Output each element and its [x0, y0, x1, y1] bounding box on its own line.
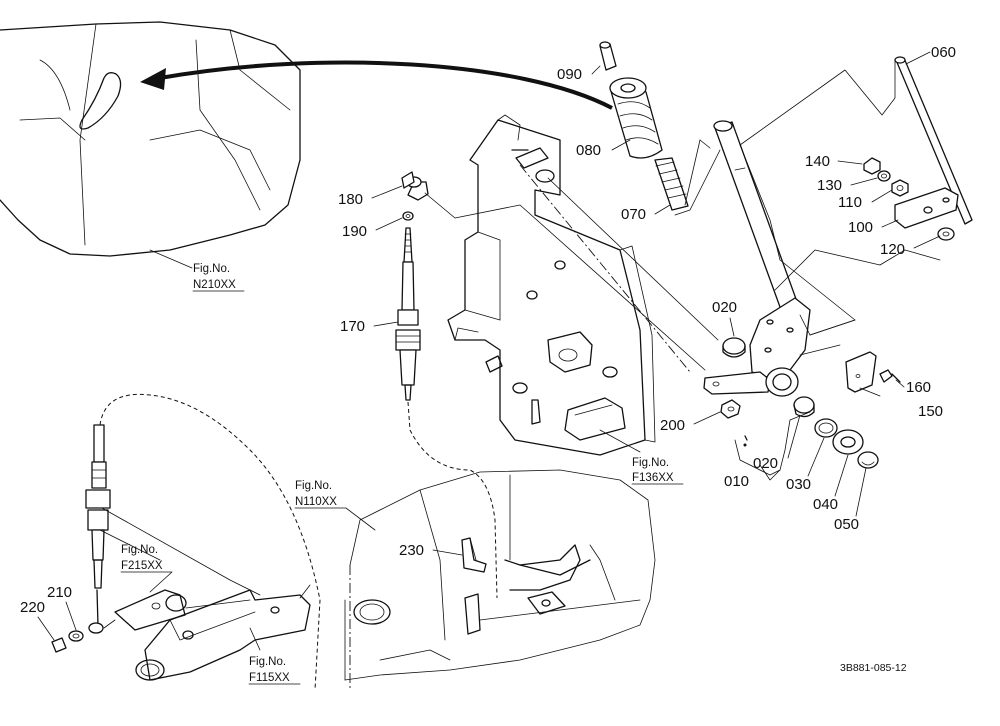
label-120: 120	[880, 241, 905, 258]
label-010: 010	[724, 473, 749, 490]
figref-f136-caption: Fig.No.	[632, 457, 669, 469]
label-180: 180	[338, 191, 363, 208]
tractor-body	[344, 469, 656, 681]
label-070: 070	[621, 206, 646, 223]
part-labels: 090 080 070 060 140 130 110 100 120 180 …	[20, 44, 956, 641]
label-160: 160	[906, 379, 931, 396]
label-040: 040	[813, 496, 838, 513]
figref-n110-caption: Fig.No.	[295, 480, 332, 492]
figref-n210-caption: Fig.No.	[193, 263, 230, 275]
label-170: 170	[340, 318, 365, 335]
label-230: 230	[399, 542, 424, 559]
figure-references: Fig.No. N210XX Fig.No. F136XX Fig.No. N1…	[120, 249, 684, 685]
shift-lever-assembly	[703, 56, 973, 469]
label-130: 130	[817, 177, 842, 194]
figref-f215-code: F215XX	[121, 560, 163, 572]
label-030: 030	[786, 476, 811, 493]
cable-170	[395, 171, 498, 599]
label-200: 200	[660, 417, 685, 434]
label-190: 190	[342, 223, 367, 240]
fender-detail	[0, 21, 301, 257]
label-050: 050	[834, 516, 859, 533]
label-140: 140	[805, 153, 830, 170]
label-110: 110	[838, 194, 862, 211]
shifter-bracket-left	[114, 589, 311, 681]
arrow-080-to-fender	[140, 60, 613, 110]
figref-f115-caption: Fig.No.	[249, 656, 286, 668]
label-080: 080	[576, 142, 601, 159]
shift-knob	[599, 41, 689, 211]
figref-f215-caption: Fig.No.	[121, 544, 158, 556]
figref-n110-code: N110XX	[295, 496, 337, 508]
figref-f136-code: F136XX	[632, 472, 674, 484]
label-020-bottom: 020	[753, 455, 778, 472]
label-020-top: 020	[712, 299, 737, 316]
figref-n210-code: N210XX	[193, 279, 236, 291]
label-220: 220	[20, 599, 45, 616]
label-090: 090	[557, 66, 582, 83]
cable-lower-left	[51, 393, 321, 691]
label-100: 100	[848, 219, 873, 236]
label-210: 210	[47, 584, 72, 601]
label-060: 060	[931, 44, 956, 61]
catalog-number: 3B881-085-12	[840, 662, 907, 674]
label-150: 150	[918, 403, 943, 420]
figref-f115-code: F115XX	[249, 672, 290, 684]
clip-230	[461, 537, 487, 573]
main-bracket	[447, 114, 656, 456]
leader-lines	[99, 59, 941, 651]
centerlines	[349, 164, 691, 690]
